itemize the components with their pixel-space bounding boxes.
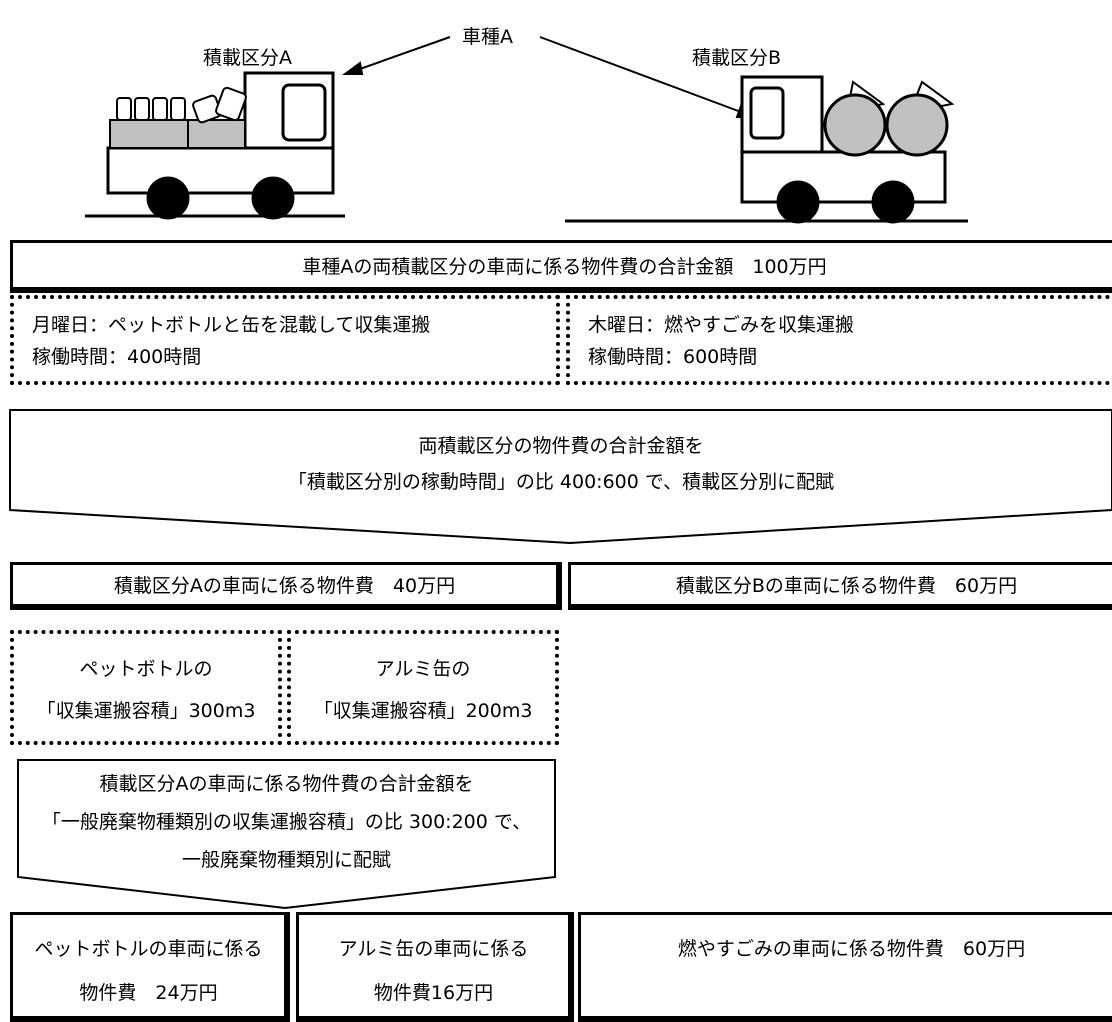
final-burn-text: 燃やすごみの車両に係る物件費 60万円 bbox=[677, 938, 1026, 960]
alu-volume-line-2: 「収集運搬容積」200m3 bbox=[313, 700, 533, 722]
final-pet-line-2: 物件費 24万円 bbox=[79, 982, 218, 1004]
total-cost-box: 車種Aの両積載区分の車両に係る物件費の合計金額 100万円 bbox=[10, 240, 1112, 293]
pet-volume-box: ペットボトルの 「収集運搬容積」300m3 bbox=[10, 630, 282, 745]
allocation-2-line-3: 一般廃棄物種類別に配賦 bbox=[181, 849, 391, 871]
final-alu-line-1: アルミ缶の車両に係る bbox=[338, 938, 529, 960]
section-a-cost-box: 積載区分Aの車両に係る物件費 40万円 bbox=[10, 562, 562, 610]
final-pet-line-1: ペットボトルの車両に係る bbox=[34, 938, 263, 960]
alu-volume-box: アルミ缶の 「収集運搬容積」200m3 bbox=[287, 630, 559, 745]
thursday-info-box: 木曜日：燃やすごみを収集運搬 稼働時間：600時間 bbox=[566, 295, 1112, 385]
section-b-cost-box: 積載区分Bの車両に係る物件費 60万円 bbox=[568, 562, 1112, 610]
section-b-cost-text: 積載区分Bの車両に係る物件費 60万円 bbox=[675, 575, 1018, 597]
final-alu-box: アルミ缶の車両に係る 物件費16万円 bbox=[296, 912, 574, 1022]
allocation-2-line-2: 「一般廃棄物種類別の収集運搬容積」の比 300:200 で、 bbox=[41, 811, 532, 833]
allocation-2-line-1: 積載区分Aの車両に係る物件費の合計金額を bbox=[99, 773, 474, 795]
pet-volume-line-2: 「収集運搬容積」300m3 bbox=[36, 700, 256, 722]
truck-b-icon bbox=[565, 75, 968, 224]
section-a-cost-text: 積載区分Aの車両に係る物件費 40万円 bbox=[113, 575, 456, 597]
section-b-label: 積載区分B bbox=[692, 47, 782, 69]
final-alu-line-2: 物件費16万円 bbox=[373, 982, 494, 1004]
allocation-1-line-2: 「積載区分別の稼動時間」の比 400:600 で、積載区分別に配賦 bbox=[287, 471, 835, 493]
alu-volume-line-1: アルミ缶の bbox=[375, 658, 471, 680]
monday-info-box: 月曜日：ペットボトルと缶を混載して収集運搬 稼働時間：400時間 bbox=[10, 295, 560, 385]
allocation-arrow-1-shape bbox=[9, 409, 1112, 545]
allocation-2-text: 積載区分Aの車両に係る物件費の合計金額を 「一般廃棄物種類別の収集運搬容積」の比… bbox=[18, 765, 555, 879]
section-a-label: 積載区分A bbox=[203, 47, 292, 69]
allocation-arrow-2-shape bbox=[17, 759, 556, 910]
pet-volume-line-1: ペットボトルの bbox=[79, 658, 213, 680]
truck-a-icon bbox=[85, 71, 345, 220]
allocation-1-text: 両積載区分の物件費の合計金額を 「積載区分別の稼動時間」の比 400:600 で… bbox=[10, 428, 1112, 500]
final-burn-box: 燃やすごみの車両に係る物件費 60万円 bbox=[578, 912, 1112, 1022]
vehicle-label: 車種A bbox=[462, 26, 513, 48]
thursday-line-2: 稼働時間：600時間 bbox=[588, 346, 758, 368]
final-pet-box: ペットボトルの車両に係る 物件費 24万円 bbox=[10, 912, 290, 1022]
monday-line-1: 月曜日：ペットボトルと缶を混載して収集運搬 bbox=[32, 314, 431, 336]
monday-line-2: 稼働時間：400時間 bbox=[32, 346, 202, 368]
thursday-line-1: 木曜日：燃やすごみを収集運搬 bbox=[588, 314, 855, 336]
total-cost-text: 車種Aの両積載区分の車両に係る物件費の合計金額 100万円 bbox=[302, 255, 827, 278]
allocation-1-line-1: 両積載区分の物件費の合計金額を bbox=[418, 435, 704, 457]
